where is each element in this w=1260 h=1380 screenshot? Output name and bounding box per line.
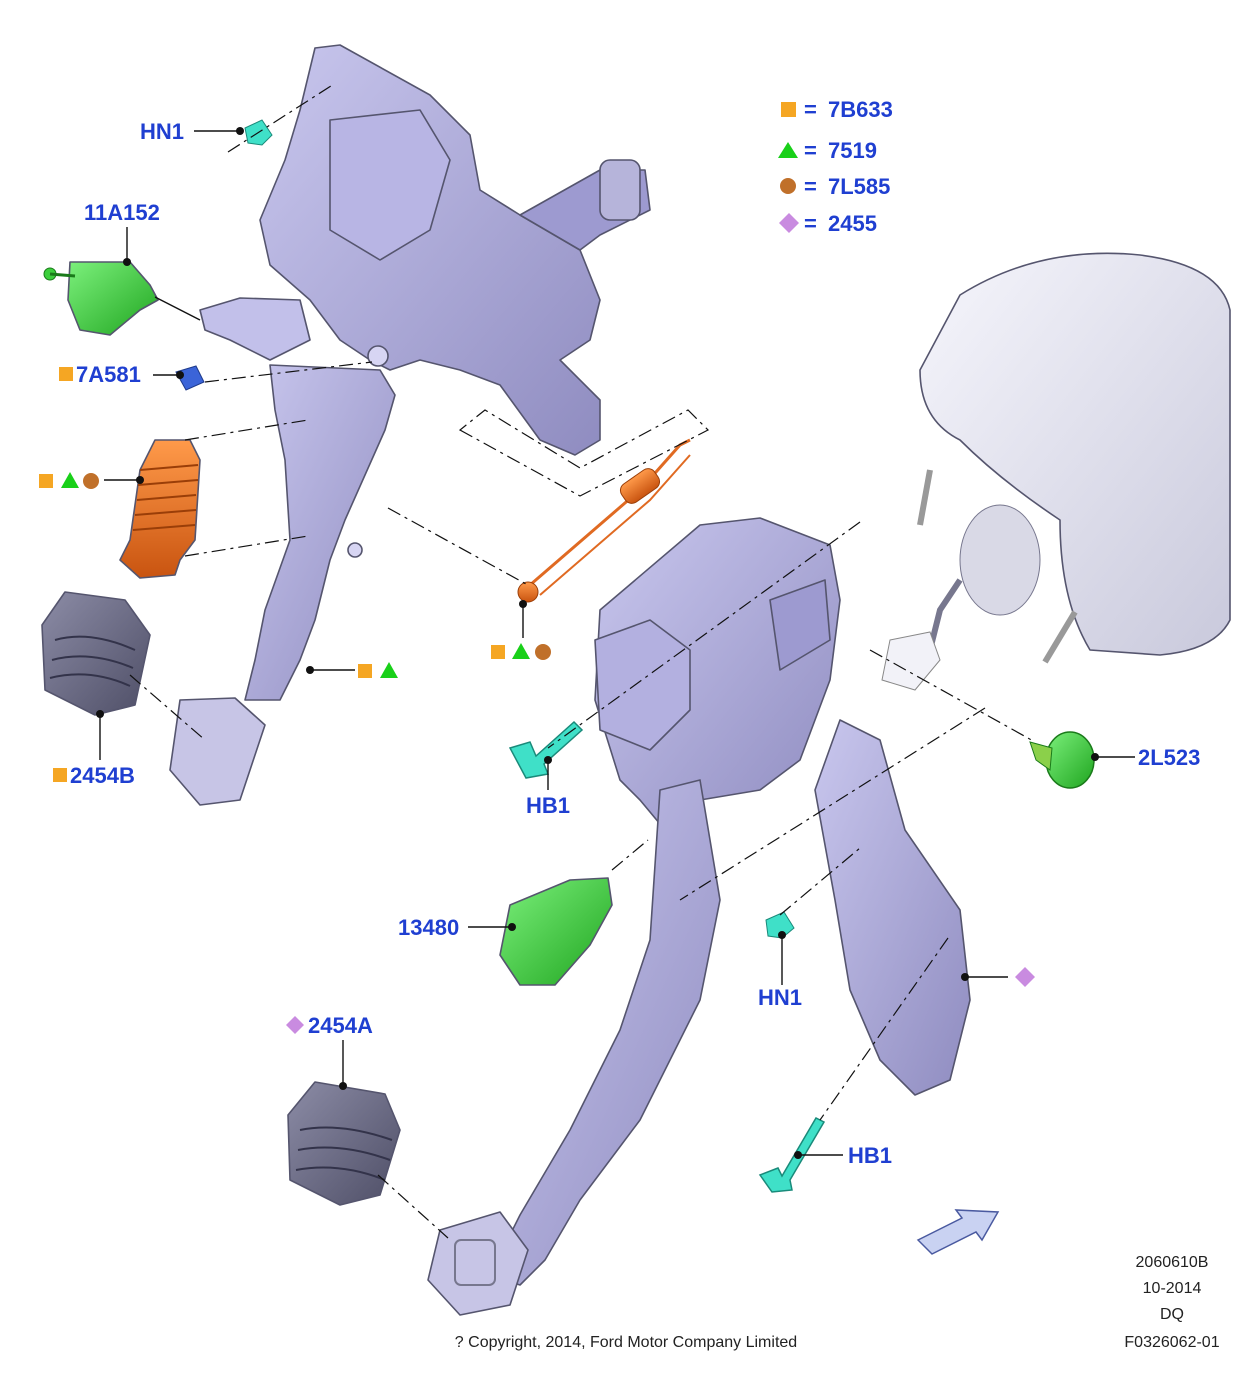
doc-date: 10-2014 (1143, 1280, 1202, 1297)
assist-spring (119, 439, 201, 579)
svg-text:=: = (804, 138, 817, 163)
doc-id: 2060610B (1136, 1254, 1209, 1271)
clip-7a581 (175, 365, 205, 391)
bolt-hb1-bottom (758, 1117, 826, 1193)
brake-pedal-bracket (594, 517, 841, 831)
clutch-switch-11a152 (43, 261, 159, 336)
legend-code-2455: 2455 (828, 211, 877, 236)
clutch-pedal-bracket (259, 44, 651, 456)
marker-set-pedal-arm (358, 662, 398, 678)
marker-set-return-spring (491, 643, 551, 660)
doc-code: DQ (1160, 1306, 1184, 1323)
marker-set-spring (39, 472, 99, 489)
brake-pedal-foot-plate (427, 1211, 529, 1316)
marker-square-2454b (53, 768, 67, 782)
leader-lines (96, 127, 1135, 1159)
svg-text:=: = (804, 211, 817, 236)
booster-bracket (881, 631, 941, 691)
clip-2l523 (1029, 731, 1095, 789)
bolt-hb1-mid (508, 720, 584, 779)
legend-triangle-marker (778, 142, 798, 158)
legend-diamond-marker (779, 213, 799, 233)
callout-2454b[interactable]: 2454B (70, 763, 135, 788)
clutch-pedal-foot-plate (169, 697, 266, 806)
svg-text:=: = (804, 174, 817, 199)
forward-direction-arrow-icon (916, 1209, 1000, 1255)
callout-hn1-top[interactable]: HN1 (140, 119, 184, 144)
callout-hn1-bottom[interactable]: HN1 (758, 985, 802, 1010)
callout-hb1-bottom[interactable]: HB1 (848, 1143, 892, 1168)
figure-id: F0326062-01 (1124, 1334, 1219, 1351)
callout-2454a[interactable]: 2454A (308, 1013, 373, 1038)
callout-hb1-mid[interactable]: HB1 (526, 793, 570, 818)
callout-2l523[interactable]: 2L523 (1138, 745, 1200, 770)
marker-diamond-2454a (286, 1016, 304, 1034)
copyright-notice: ? Copyright, 2014, Ford Motor Company Li… (455, 1334, 797, 1351)
return-spring (517, 438, 691, 603)
callout-13480[interactable]: 13480 (398, 915, 459, 940)
pedal-pad-2454b (41, 591, 151, 716)
svg-text:=: = (804, 97, 817, 122)
legend-code-7l585: 7L585 (828, 174, 890, 199)
marker-diamond-pedal (1015, 967, 1035, 987)
brake-booster (917, 252, 1231, 664)
legend-code-7519: 7519 (828, 138, 877, 163)
legend-code-7b633: 7B633 (828, 97, 893, 122)
pedal-pad-2454a (287, 1081, 401, 1206)
legend: = 7B633 = 7519 = 7L585 = 2455 (778, 97, 893, 236)
clutch-pedal-arm (199, 297, 396, 701)
brake-pedal-arm (489, 719, 971, 1286)
nut-hn1-bottom (765, 911, 795, 939)
legend-circle-marker (780, 178, 796, 194)
callout-11a152[interactable]: 11A152 (84, 200, 160, 225)
callout-7a581[interactable]: 7A581 (76, 362, 141, 387)
legend-square-marker (781, 102, 796, 117)
stop-lamp-switch-13480 (499, 877, 613, 986)
marker-square-7a581 (59, 367, 73, 381)
